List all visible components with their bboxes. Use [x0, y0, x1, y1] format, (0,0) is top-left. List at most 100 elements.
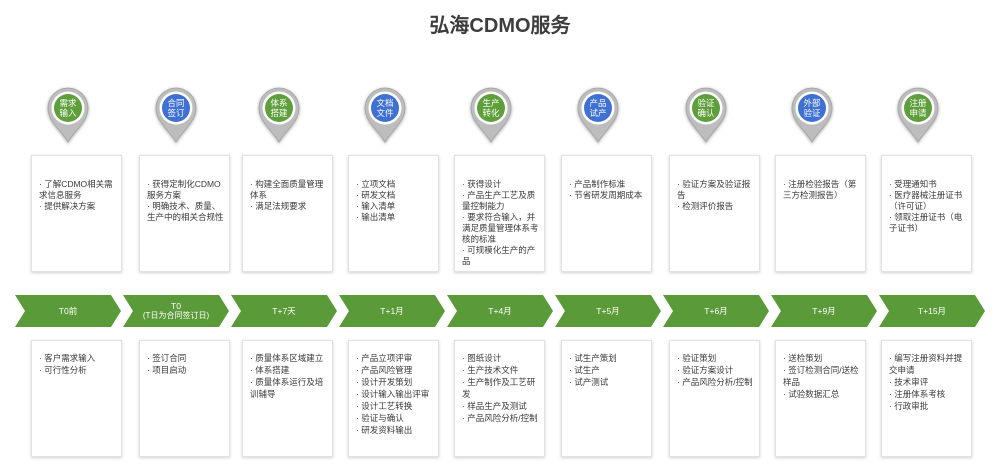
- timeline-label: T+9月: [812, 305, 836, 316]
- timeline-label: T+15月: [917, 305, 947, 316]
- list-item: 图纸设计: [462, 352, 539, 364]
- list-item: 产品立项评审: [356, 352, 433, 364]
- timeline-step-3: T+7天: [231, 295, 337, 327]
- list-item: 检测评价报告: [677, 201, 754, 212]
- timeline-step-8: T+9月: [771, 295, 877, 327]
- list-item: 验证方案设计: [677, 364, 754, 376]
- stage-3: 体系 搭建 构建全面质量管理体系 满足法规要求 质量体系区域建立 体系搭建 质量…: [242, 0, 333, 474]
- stage-7-tasks-card: 验证策划 验证方案设计 产品风险分析/控制: [669, 340, 760, 457]
- timeline-label: T0: [171, 300, 181, 311]
- list-item: 设计工艺转换: [356, 400, 433, 412]
- stage-9-pin-label: 注册 申请: [896, 98, 940, 118]
- pin-label-line: 体系: [270, 98, 288, 108]
- map-pin-icon: [155, 87, 197, 143]
- list-item: 体系搭建: [250, 364, 327, 376]
- list-item: 项目启动: [147, 364, 224, 376]
- list-item: 受理通知书: [889, 179, 966, 190]
- stage-9: 注册 申请 受理通知书 医疗器械注册证书（许可证） 领取注册证书（电子证书） 编…: [881, 0, 972, 474]
- stage-1-tasks-card: 客户需求输入 可行性分析: [31, 340, 122, 457]
- list-item: 研发文档: [356, 190, 433, 201]
- list-item: 可行性分析: [39, 364, 116, 376]
- stage-6-pin-label: 产品 试产: [576, 98, 620, 118]
- stage-5-pin: 生产 转化: [469, 86, 513, 144]
- list-item: 设计开发策划: [356, 376, 433, 388]
- pin-label-line: 需求: [59, 98, 77, 108]
- pin-label-line: 验证: [697, 98, 715, 108]
- list-item: 生产技术文件: [462, 364, 539, 376]
- list-item: 输入清单: [356, 201, 433, 212]
- list-item: 要求符合输入，并满足质量管理体系考核的标准: [462, 212, 539, 245]
- timeline-label: T+4月: [488, 305, 512, 316]
- pin-label-line: 输入: [59, 108, 77, 118]
- pin-label-line: 验证: [803, 108, 821, 118]
- pin-label-line: 注册: [909, 98, 927, 108]
- stage-1-pin-label: 需求 输入: [46, 98, 90, 118]
- map-pin-icon: [470, 87, 512, 143]
- list-item: 质量体系区域建立: [250, 352, 327, 364]
- list-item: 构建全面质量管理体系: [250, 179, 327, 201]
- list-item: 技术审评: [889, 376, 966, 388]
- stage-1: 需求 输入 了解CDMO相关需求信息服务 提供解决方案 客户需求输入 可行性分析: [31, 0, 122, 474]
- list-item: 送检策划: [783, 352, 860, 364]
- map-pin-icon: [258, 87, 300, 143]
- list-item: 编写注册资料并提交申请: [889, 352, 966, 376]
- pin-label-line: 转化: [482, 108, 500, 118]
- timeline-step-1: T0前: [15, 295, 121, 327]
- stage-7-pin-label: 验证 确认: [684, 98, 728, 118]
- stage-5-tasks-card: 图纸设计 生产技术文件 生产制作及工艺研发 样品生产及测试 产品风险分析/控制: [454, 340, 545, 457]
- list-item: 可规模化生产的产品: [462, 245, 539, 267]
- list-item: 行政审批: [889, 400, 966, 412]
- timeline-step-9: T+15月: [879, 295, 985, 327]
- timeline-step-7: T+6月: [663, 295, 769, 327]
- stage-3-pin: 体系 搭建: [257, 86, 301, 144]
- pin-label-line: 申请: [909, 108, 927, 118]
- list-item: 签订检测合同/送检样品: [783, 364, 860, 388]
- timeline-note: (T日为合同签订日): [142, 311, 210, 320]
- list-item: 产品风险分析/控制: [677, 376, 754, 388]
- pin-label-line: 搭建: [270, 108, 288, 118]
- list-item: 立项文档: [356, 179, 433, 190]
- timeline-label: T+7天: [272, 305, 296, 316]
- timeline-label: T0前: [58, 305, 78, 316]
- stage-5-deliverables-card: 获得设计 产品生产工艺及质量控制能力 要求符合输入，并满足质量管理体系考核的标准…: [454, 155, 545, 272]
- stage-2-pin-label: 合同 签订: [154, 98, 198, 118]
- stage-8-pin: 外部 验证: [790, 86, 834, 144]
- timeline-label: T+5月: [596, 305, 620, 316]
- list-item: 试产测试: [569, 376, 646, 388]
- pin-label-line: 签订: [167, 108, 185, 118]
- list-item: 研发资料输出: [356, 424, 433, 436]
- stage-7-pin: 验证 确认: [684, 86, 728, 144]
- timeline-step-4: T+1月: [339, 295, 445, 327]
- pin-label-line: 外部: [803, 98, 821, 108]
- page-title: 弘海CDMO服务: [429, 15, 571, 37]
- stage-3-deliverables-card: 构建全面质量管理体系 满足法规要求: [242, 155, 333, 272]
- stage-3-pin-label: 体系 搭建: [257, 98, 301, 118]
- map-pin-icon: [685, 87, 727, 143]
- stage-1-pin: 需求 输入: [46, 86, 90, 144]
- map-pin-icon: [577, 87, 619, 143]
- stage-1-deliverables-card: 了解CDMO相关需求信息服务 提供解决方案: [31, 155, 122, 272]
- list-item: 医疗器械注册证书（许可证）: [889, 190, 966, 212]
- list-item: 了解CDMO相关需求信息服务: [39, 179, 116, 201]
- pin-label-line: 产品: [589, 98, 607, 108]
- timeline-step-6: T+5月: [555, 295, 661, 327]
- map-pin-icon: [47, 87, 89, 143]
- pin-label-line: 合同: [167, 98, 185, 108]
- stage-7: 验证 确认 验证方案及验证报告 检测评价报告 验证策划 验证方案设计 产品风险分…: [669, 0, 760, 474]
- list-item: 明确技术、质量、生产中的相关合规性: [147, 201, 224, 223]
- stage-8-pin-label: 外部 验证: [790, 98, 834, 118]
- list-item: 生产制作及工艺研发: [462, 376, 539, 400]
- list-item: 质量体系运行及培训辅导: [250, 376, 327, 400]
- stage-9-pin: 注册 申请: [896, 86, 940, 144]
- stage-8: 外部 验证 注册检验报告（第三方检测报告） 送检策划 签订检测合同/送检样品 试…: [775, 0, 866, 474]
- stage-9-deliverables-card: 受理通知书 医疗器械注册证书（许可证） 领取注册证书（电子证书）: [881, 155, 972, 272]
- stage-6-deliverables-card: 产品制作标准 节省研发周期成本: [561, 155, 652, 272]
- stage-9-tasks-card: 编写注册资料并提交申请 技术审评 注册体系考核 行政审批: [881, 340, 972, 457]
- pin-label-line: 文档: [376, 98, 394, 108]
- timeline: T0前 T0 (T日为合同签订日) T+7天 T+1月 T+4月 T+5月 T+…: [0, 295, 1000, 327]
- pin-label-line: 确认: [697, 108, 715, 118]
- list-item: 样品生产及测试: [462, 400, 539, 412]
- list-item: 试验数据汇总: [783, 388, 860, 400]
- list-item: 产品制作标准: [569, 179, 646, 190]
